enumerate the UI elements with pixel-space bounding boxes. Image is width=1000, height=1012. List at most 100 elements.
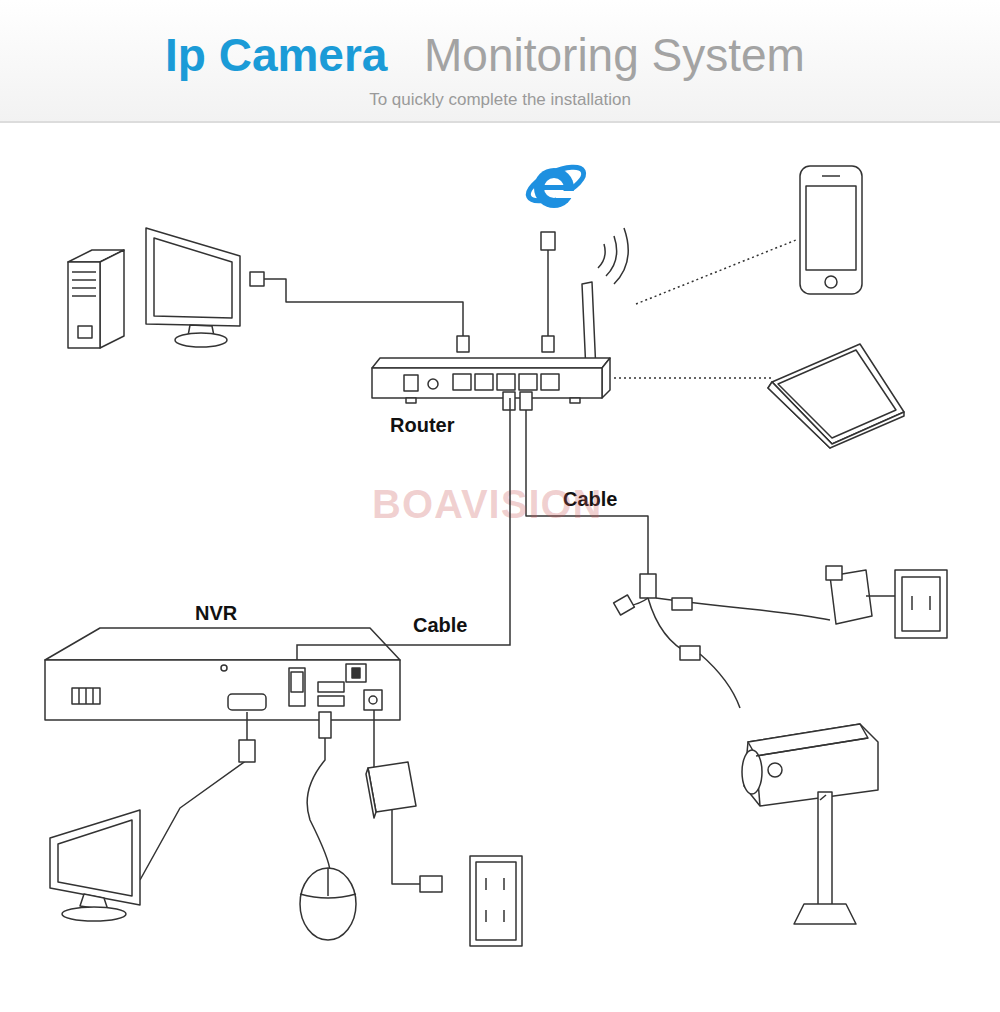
cable-label: Cable — [413, 614, 467, 637]
desktop-monitor — [146, 228, 264, 347]
wifi-signal — [614, 228, 628, 284]
title-text: Ip Camera — [165, 28, 387, 82]
bullet-camera — [742, 724, 878, 924]
mouse — [300, 868, 356, 940]
wall-outlet — [476, 862, 516, 940]
router-body — [570, 398, 580, 403]
nvr-body — [318, 682, 344, 692]
smartphone — [800, 166, 862, 294]
camera-power-adapter — [826, 566, 842, 580]
computer-tower — [100, 250, 124, 348]
power-plug — [420, 876, 442, 892]
internet-cable — [547, 248, 549, 346]
wireless-link — [636, 240, 796, 304]
cable-splitter — [700, 654, 740, 708]
rj45-plug — [457, 336, 469, 352]
power-adapter — [366, 762, 416, 818]
rj45-plug — [520, 392, 532, 410]
smartphone — [806, 186, 856, 270]
cable-splitter — [680, 646, 700, 660]
bullet-camera — [748, 724, 868, 756]
internet-logo — [556, 191, 576, 198]
router-box: Router — [372, 358, 602, 398]
rj45-plug — [291, 672, 303, 692]
subtitle-text: To quickly complete the installation — [0, 90, 1000, 110]
router-body — [404, 375, 418, 391]
router-body — [428, 379, 438, 389]
bullet-camera — [742, 750, 762, 794]
header-band — [0, 121, 1000, 123]
computer-tower — [72, 279, 96, 281]
mouse — [300, 868, 356, 940]
title-text: Monitoring System — [424, 28, 805, 82]
laptop — [772, 344, 904, 444]
wall-outlet — [503, 878, 505, 890]
nvr-body — [221, 665, 227, 671]
nvr-body — [289, 668, 305, 706]
nvr-body — [92, 688, 94, 704]
laptop — [768, 382, 904, 448]
bullet-camera — [818, 792, 832, 908]
wall-outlet — [470, 856, 522, 946]
internet-logo — [524, 160, 589, 208]
router-body — [406, 398, 416, 403]
computer-tower — [72, 295, 96, 297]
bullet-camera — [794, 904, 856, 924]
desktop-monitor — [175, 333, 227, 347]
computer-tower — [68, 262, 100, 348]
wall-outlet — [485, 878, 487, 890]
vga-plug — [239, 740, 255, 762]
wifi-signal — [598, 244, 605, 268]
rj45-plug — [503, 392, 515, 410]
bullet-camera — [756, 738, 868, 756]
router-body — [497, 374, 515, 390]
mouse — [327, 868, 329, 896]
watermark: BOAVISION — [372, 482, 603, 527]
usb-plug — [319, 712, 331, 738]
wall-outlet — [902, 577, 940, 631]
wifi-signal — [598, 228, 628, 284]
cable-connector — [297, 398, 510, 660]
laptop — [768, 344, 904, 448]
desktop-monitor — [154, 238, 232, 318]
nvr-monitor — [50, 810, 140, 905]
router-body — [372, 368, 602, 398]
header-band — [0, 0, 1000, 122]
cable-splitter — [614, 574, 830, 708]
nvr-body — [78, 688, 80, 704]
nvr-body — [369, 696, 377, 704]
desktop-monitor — [146, 228, 240, 326]
nvr-monitor — [50, 810, 140, 921]
computer-tower — [68, 250, 124, 348]
router-body — [372, 358, 610, 368]
cable-splitter — [640, 574, 656, 598]
router-body — [541, 374, 559, 390]
mouse-cable — [307, 712, 330, 872]
nvr-body — [45, 628, 400, 720]
nvr-body — [45, 660, 400, 720]
router-body — [475, 374, 493, 390]
cable-splitter — [656, 598, 830, 620]
rj45-plug — [541, 232, 555, 250]
nvr-body — [364, 690, 382, 710]
router-body — [602, 358, 610, 398]
mouse — [300, 894, 356, 898]
nvr-body — [85, 688, 87, 704]
power-adapter — [366, 768, 376, 818]
bullet-camera — [744, 724, 878, 806]
smartphone — [822, 175, 840, 177]
node-label: NVR — [195, 602, 237, 625]
computer-tower — [72, 271, 96, 273]
router-body — [453, 374, 471, 390]
nvr-body — [346, 664, 366, 682]
vga-cable — [140, 712, 247, 880]
bullet-camera — [768, 763, 782, 777]
smartphone — [800, 166, 862, 294]
nvr-monitor — [58, 820, 132, 896]
rj45-plug — [542, 336, 554, 352]
node-label: Router — [390, 414, 454, 437]
internet-logo — [543, 185, 567, 190]
